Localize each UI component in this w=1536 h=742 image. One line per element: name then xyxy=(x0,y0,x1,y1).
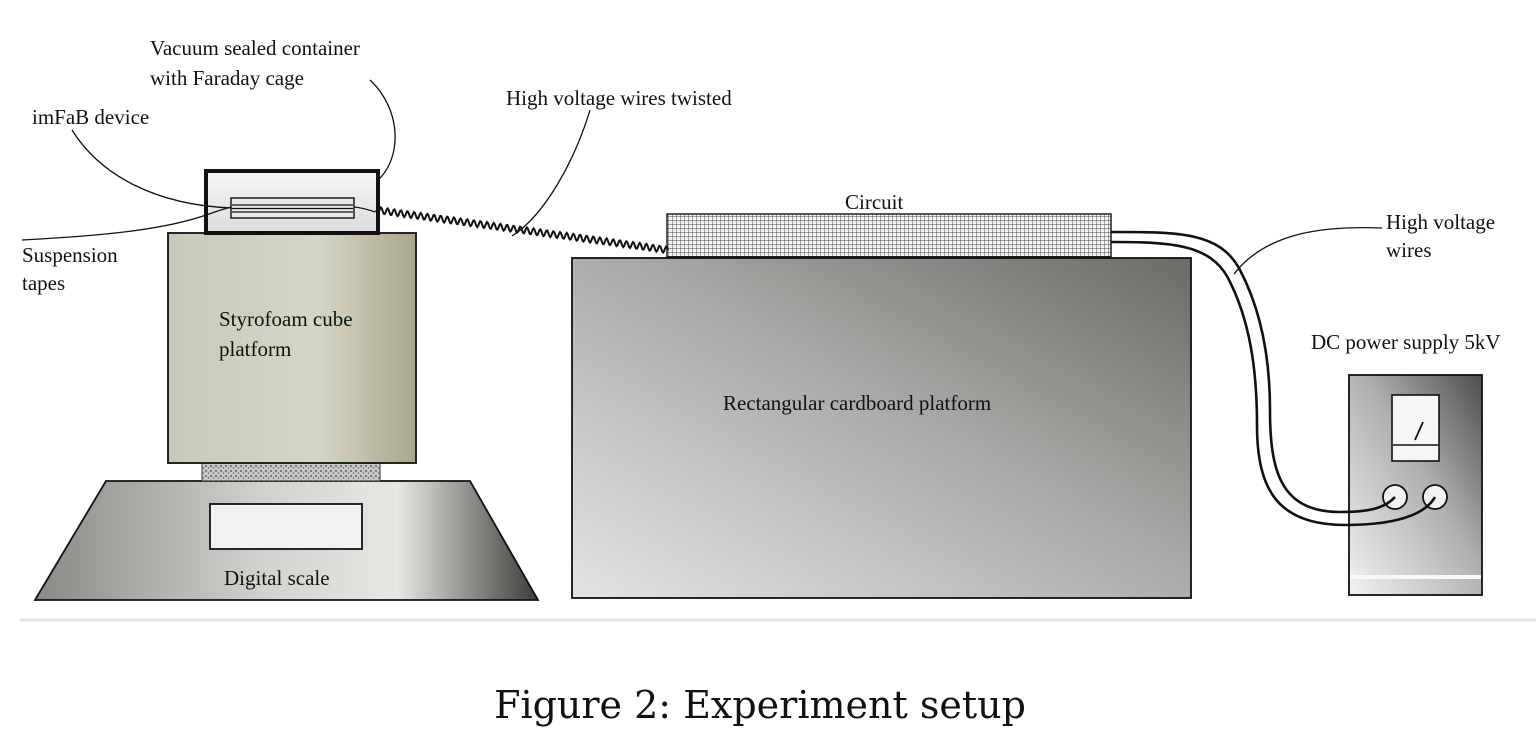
figure-caption: Figure 2: Experiment setup xyxy=(494,683,1026,727)
vacuum-container xyxy=(204,169,380,235)
digital-scale-display xyxy=(209,503,363,550)
label-power-supply: DC power supply 5kV xyxy=(1311,330,1501,354)
styrofoam-cube-platform xyxy=(167,232,417,464)
label-suspension-tapes-line1: Suspension xyxy=(22,243,118,267)
digital-scale xyxy=(33,461,540,601)
leader-hv-wires xyxy=(1233,226,1383,275)
twisted-high-voltage-wire xyxy=(375,205,669,255)
voltmeter-needle xyxy=(1414,421,1424,441)
rectangular-cardboard-platform xyxy=(571,257,1192,599)
label-digital-scale: Digital scale xyxy=(224,566,330,590)
label-vacuum-container-line2: with Faraday cage xyxy=(150,66,304,90)
leader-vacuum-container xyxy=(369,79,396,181)
scale-spacer-pad xyxy=(201,461,381,482)
leader-suspension-tapes xyxy=(21,213,210,241)
label-cardboard: Rectangular cardboard platform xyxy=(723,391,991,415)
label-hv-wires-line1: High voltage xyxy=(1386,210,1495,234)
hv-wire-lower xyxy=(1110,240,1437,527)
leader-hv-twisted xyxy=(511,109,591,237)
label-styrofoam-line1: Styrofoam cube xyxy=(219,307,353,331)
label-hv-twisted: High voltage wires twisted xyxy=(506,86,732,110)
leader-imfab-device xyxy=(71,129,233,209)
label-imfab-device: imFaB device xyxy=(32,105,149,129)
label-hv-wires-line2: wires xyxy=(1386,238,1432,262)
circuit-board xyxy=(666,213,1112,258)
label-circuit: Circuit xyxy=(845,190,903,214)
label-styrofoam-line2: platform xyxy=(219,337,291,361)
hv-wire-upper xyxy=(1110,230,1396,514)
dc-power-supply xyxy=(1348,374,1483,596)
label-suspension-tapes-line2: tapes xyxy=(22,271,65,295)
label-vacuum-container-line1: Vacuum sealed container xyxy=(150,36,360,60)
voltmeter-display xyxy=(1391,394,1440,462)
suspension-tape-right xyxy=(353,206,376,213)
high-voltage-wires xyxy=(1110,230,1437,527)
